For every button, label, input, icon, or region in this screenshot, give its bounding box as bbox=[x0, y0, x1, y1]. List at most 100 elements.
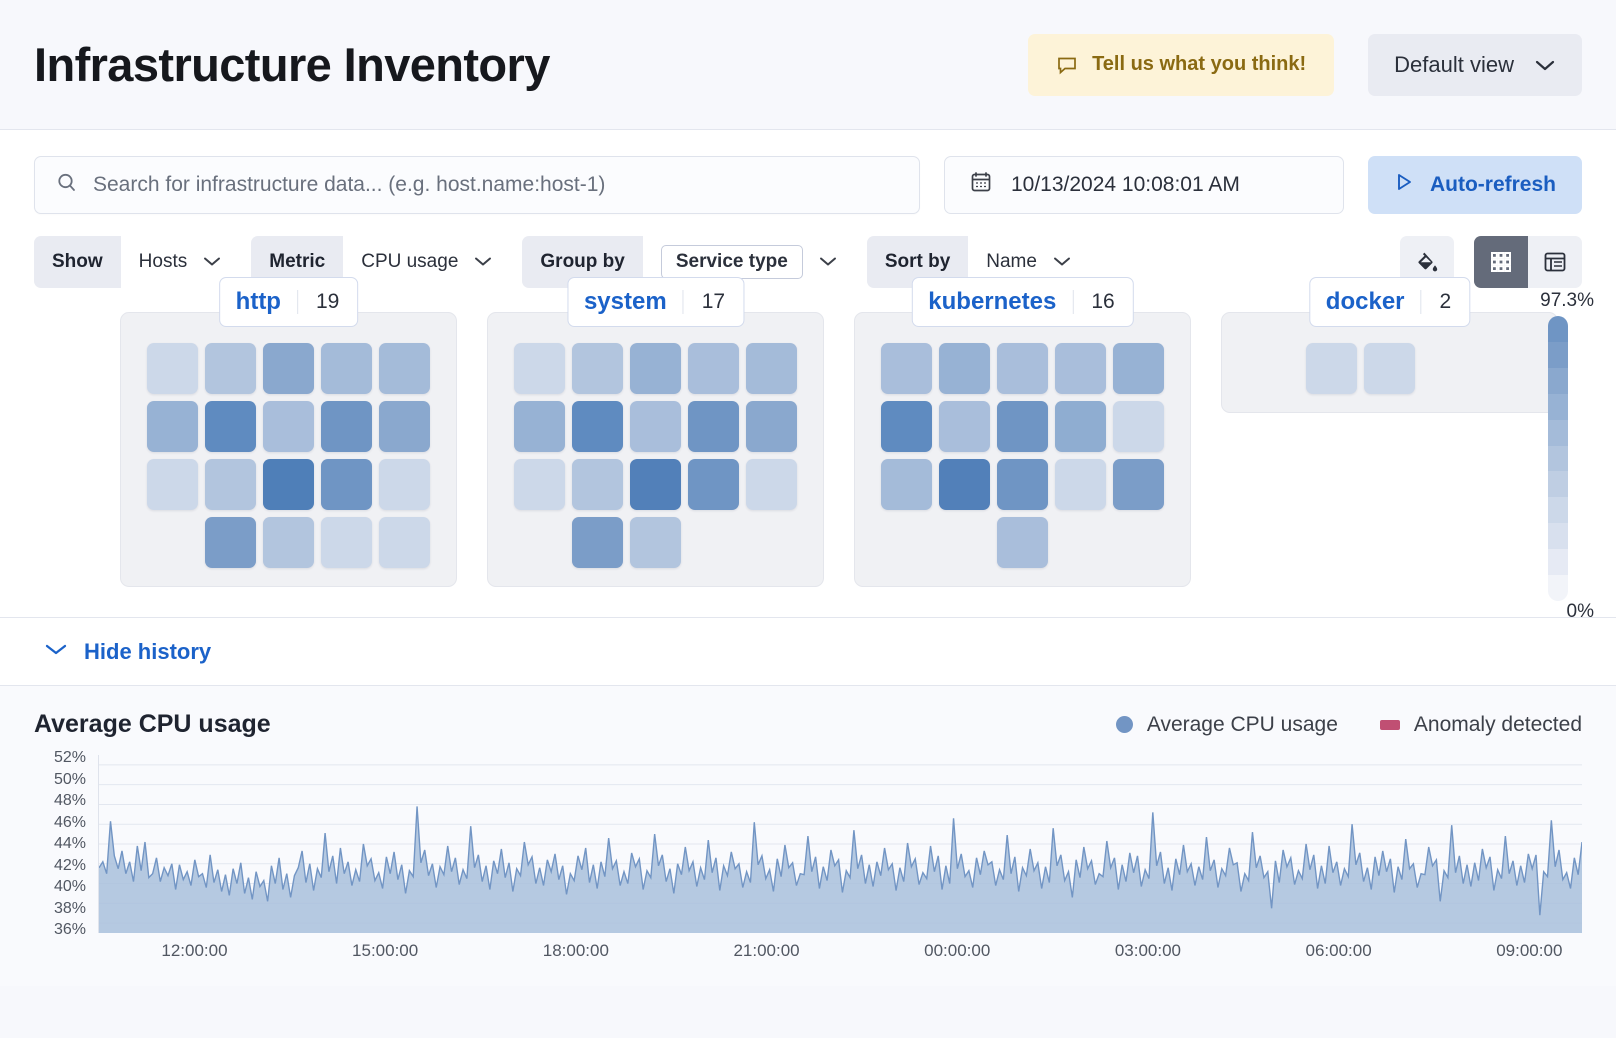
legend-stop bbox=[1548, 523, 1568, 550]
waffle-cell[interactable] bbox=[881, 343, 932, 394]
plot-canvas[interactable] bbox=[98, 755, 1582, 933]
default-view-select[interactable]: Default view bbox=[1368, 33, 1582, 96]
search-input[interactable]: Search for infrastructure data... (e.g. … bbox=[34, 156, 920, 214]
waffle-cell-empty bbox=[1055, 517, 1106, 568]
group-name-label: docker bbox=[1325, 288, 1405, 315]
waffle-cell[interactable] bbox=[1113, 401, 1164, 452]
waffle-cell[interactable] bbox=[321, 401, 372, 452]
legend-label-average-cpu-usage: Average CPU usage bbox=[1146, 712, 1338, 736]
waffle-cell[interactable] bbox=[263, 343, 314, 394]
legend-item-anomaly-detected[interactable]: Anomaly detected bbox=[1379, 713, 1582, 737]
waffle-cell-grid bbox=[514, 343, 797, 568]
control-metric-value[interactable]: CPU usage bbox=[343, 236, 509, 288]
legend-stop bbox=[1548, 575, 1568, 601]
waffle-cell[interactable] bbox=[263, 517, 314, 568]
waffle-cell-empty bbox=[1422, 343, 1473, 394]
waffle-cell[interactable] bbox=[205, 517, 256, 568]
control-show: Show Hosts bbox=[34, 236, 238, 288]
waffle-cell[interactable] bbox=[688, 343, 739, 394]
x-tick-label: 00:00:00 bbox=[924, 941, 991, 960]
date-picker[interactable]: 10/13/2024 10:08:01 AM bbox=[943, 156, 1344, 214]
grid-view-icon[interactable] bbox=[1474, 236, 1528, 288]
legend-item-average-cpu-usage[interactable]: Average CPU usage bbox=[1115, 712, 1338, 737]
waffle-cell[interactable] bbox=[881, 459, 932, 510]
waffle-cell[interactable] bbox=[147, 343, 198, 394]
search-icon bbox=[55, 171, 79, 200]
waffle-cell[interactable] bbox=[939, 459, 990, 510]
waffle-cell[interactable] bbox=[379, 517, 430, 568]
waffle-cell[interactable] bbox=[746, 401, 797, 452]
legend-stop bbox=[1548, 419, 1568, 446]
waffle-cell[interactable] bbox=[939, 343, 990, 394]
auto-refresh-button[interactable]: Auto-refresh bbox=[1367, 156, 1582, 214]
y-tick-label: 52% bbox=[53, 749, 86, 766]
waffle-cell[interactable] bbox=[205, 401, 256, 452]
waffle-cell[interactable] bbox=[688, 459, 739, 510]
waffle-cell[interactable] bbox=[997, 343, 1048, 394]
waffle-cell[interactable] bbox=[1113, 459, 1164, 510]
waffle-cell[interactable] bbox=[514, 343, 565, 394]
x-tick-label: 03:00:00 bbox=[1114, 941, 1182, 960]
hide-history-link[interactable]: Hide history bbox=[84, 638, 212, 664]
waffle-cell[interactable] bbox=[572, 401, 623, 452]
table-view-icon[interactable] bbox=[1528, 236, 1582, 288]
feedback-button[interactable]: Tell us what you think! bbox=[1028, 33, 1335, 96]
waffle-cell[interactable] bbox=[630, 517, 681, 568]
waffle-cell[interactable] bbox=[630, 343, 681, 394]
waffle-cell[interactable] bbox=[321, 459, 372, 510]
waffle-cell[interactable] bbox=[746, 459, 797, 510]
waffle-cell-empty bbox=[1113, 517, 1164, 568]
waffle-cell[interactable] bbox=[1055, 459, 1106, 510]
waffle-cell[interactable] bbox=[572, 343, 623, 394]
chevron-down-icon bbox=[203, 251, 221, 273]
waffle-cell[interactable] bbox=[630, 459, 681, 510]
waffle-cell[interactable] bbox=[746, 343, 797, 394]
waffle-cell[interactable] bbox=[939, 401, 990, 452]
waffle-cell[interactable] bbox=[379, 459, 430, 510]
waffle-cell[interactable] bbox=[997, 459, 1048, 510]
waffle-cell[interactable] bbox=[881, 401, 932, 452]
waffle-cell[interactable] bbox=[205, 459, 256, 510]
waffle-cell[interactable] bbox=[997, 517, 1048, 568]
waffle-cell[interactable] bbox=[321, 343, 372, 394]
waffle-cell[interactable] bbox=[514, 459, 565, 510]
x-tick-label: 15:00:00 bbox=[352, 941, 419, 960]
waffle-cell[interactable] bbox=[1364, 343, 1415, 394]
x-tick-label: 06:00:00 bbox=[1305, 941, 1372, 960]
waffle-cell[interactable] bbox=[1113, 343, 1164, 394]
waffle-cell[interactable] bbox=[379, 343, 430, 394]
area-chart-svg bbox=[99, 755, 1582, 933]
waffle-cell[interactable] bbox=[321, 517, 372, 568]
waffle-cell[interactable] bbox=[263, 459, 314, 510]
control-show-value[interactable]: Hosts bbox=[120, 236, 238, 288]
legend-marker-square-icon bbox=[1379, 719, 1400, 730]
legend-stop bbox=[1548, 549, 1568, 576]
search-placeholder: Search for infrastructure data... (e.g. … bbox=[93, 173, 606, 196]
history-toggle-bar[interactable]: Hide history bbox=[0, 618, 1616, 686]
group-count-badge: 17 bbox=[682, 290, 743, 314]
waffle-cell[interactable] bbox=[572, 517, 623, 568]
waffle-cell[interactable] bbox=[630, 401, 681, 452]
waffle-cell[interactable] bbox=[263, 401, 314, 452]
waffle-cell[interactable] bbox=[1306, 343, 1357, 394]
waffle-cell[interactable] bbox=[1055, 343, 1106, 394]
waffle-cell[interactable] bbox=[514, 401, 565, 452]
waffle-cell-grid bbox=[147, 343, 430, 568]
auto-refresh-label: Auto-refresh bbox=[1429, 173, 1556, 196]
waffle-cell[interactable] bbox=[147, 459, 198, 510]
waffle-cell[interactable] bbox=[688, 401, 739, 452]
legend-stop bbox=[1548, 393, 1568, 420]
waffle-cell[interactable] bbox=[572, 459, 623, 510]
waffle-cell[interactable] bbox=[997, 401, 1048, 452]
waffle-cell[interactable] bbox=[379, 401, 430, 452]
legend-stop bbox=[1548, 471, 1568, 498]
waffle-cell[interactable] bbox=[205, 343, 256, 394]
waffle-cell[interactable] bbox=[147, 401, 198, 452]
control-show-value-text: Hosts bbox=[138, 251, 188, 272]
waffle-cell[interactable] bbox=[1055, 401, 1106, 452]
